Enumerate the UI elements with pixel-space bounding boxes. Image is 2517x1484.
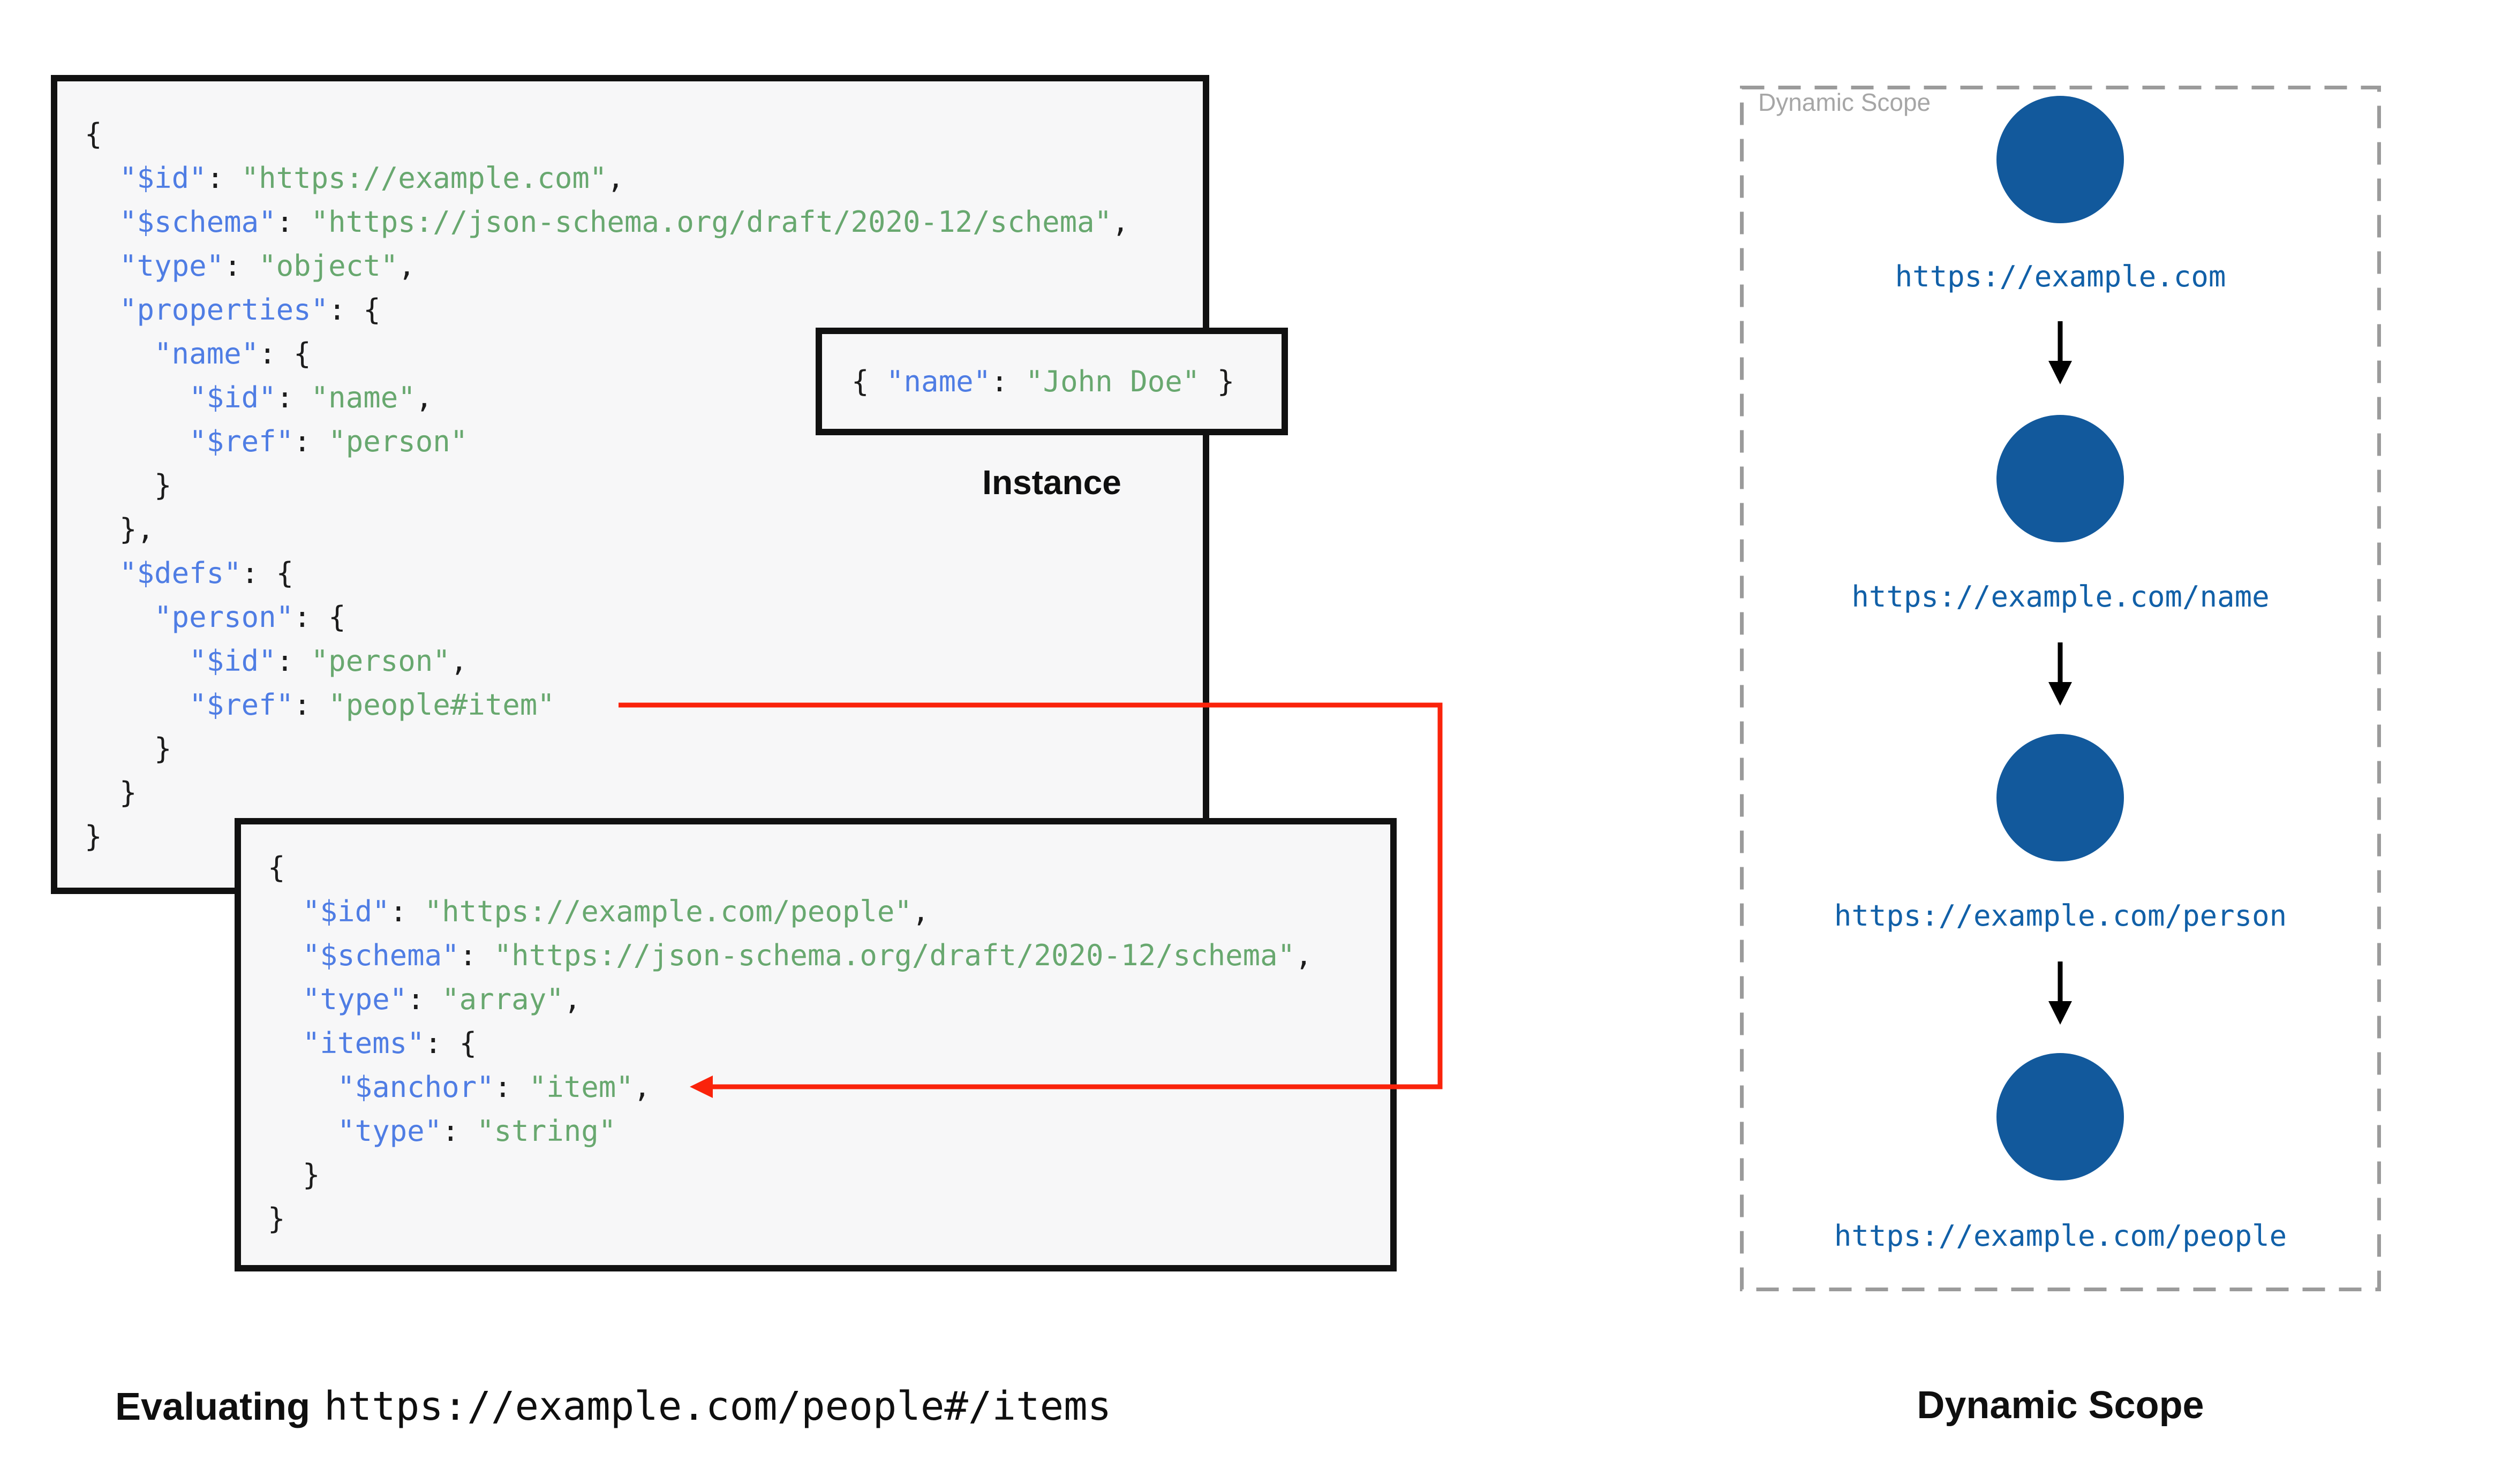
dynamic-scope-panel: Dynamic Scope https://example.com https:… xyxy=(1740,86,2381,1291)
dynamic-scope-title: Dynamic Scope xyxy=(1917,1384,2204,1427)
people-schema-code: { "$id": "https://example.com/people", "… xyxy=(268,851,1313,1236)
scope-node-circle xyxy=(1996,96,2124,223)
scope-node-circle xyxy=(1996,734,2124,861)
down-arrow-icon xyxy=(2048,642,2072,706)
down-arrow-icon xyxy=(2048,961,2072,1025)
scope-node-circle xyxy=(1996,415,2124,542)
evaluating-uri: https://example.com/people#/items xyxy=(324,1383,1112,1429)
dashed-border xyxy=(1740,86,2381,1291)
scope-node-url: https://example.com/people xyxy=(1834,1219,2287,1253)
scope-node-url: https://example.com/person xyxy=(1834,899,2287,933)
instance-label: Instance xyxy=(982,463,1121,502)
people-schema-box: { "$id": "https://example.com/people", "… xyxy=(235,818,1397,1271)
evaluating-label: Evaluating xyxy=(115,1385,311,1428)
down-arrow-icon xyxy=(2048,321,2072,384)
evaluating-caption: Evaluating https://example.com/people#/i… xyxy=(115,1383,1111,1429)
scope-node-circle xyxy=(1996,1053,2124,1180)
instance-code: { "name": "John Doe" } xyxy=(851,364,1235,398)
instance-box: { "name": "John Doe" } xyxy=(816,328,1288,435)
scope-node-url: https://example.com xyxy=(1895,260,2226,293)
scope-node-url: https://example.com/name xyxy=(1851,580,2270,614)
root-schema-code: { "$id": "https://example.com", "$schema… xyxy=(85,117,1129,853)
scope-watermark: Dynamic Scope xyxy=(1758,88,1931,116)
